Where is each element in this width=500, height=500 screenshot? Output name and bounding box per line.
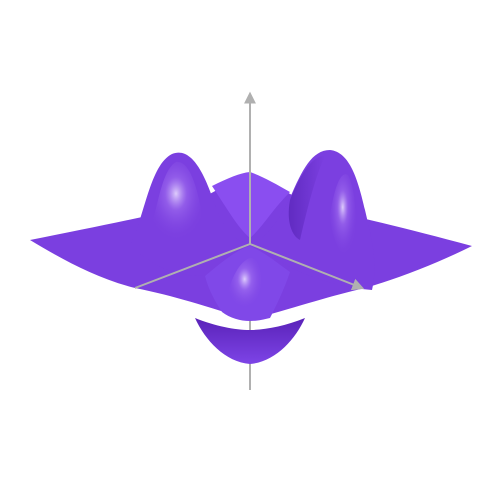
x-axis — [134, 243, 251, 289]
surface-front-ridge-gloss — [228, 258, 262, 311]
y-axis — [249, 243, 365, 291]
surface-central-well — [195, 318, 305, 364]
surface-peak-left-gloss — [150, 161, 202, 242]
surface-peak-right-shadow — [288, 155, 325, 240]
surface-peak-right-gloss — [330, 174, 356, 257]
